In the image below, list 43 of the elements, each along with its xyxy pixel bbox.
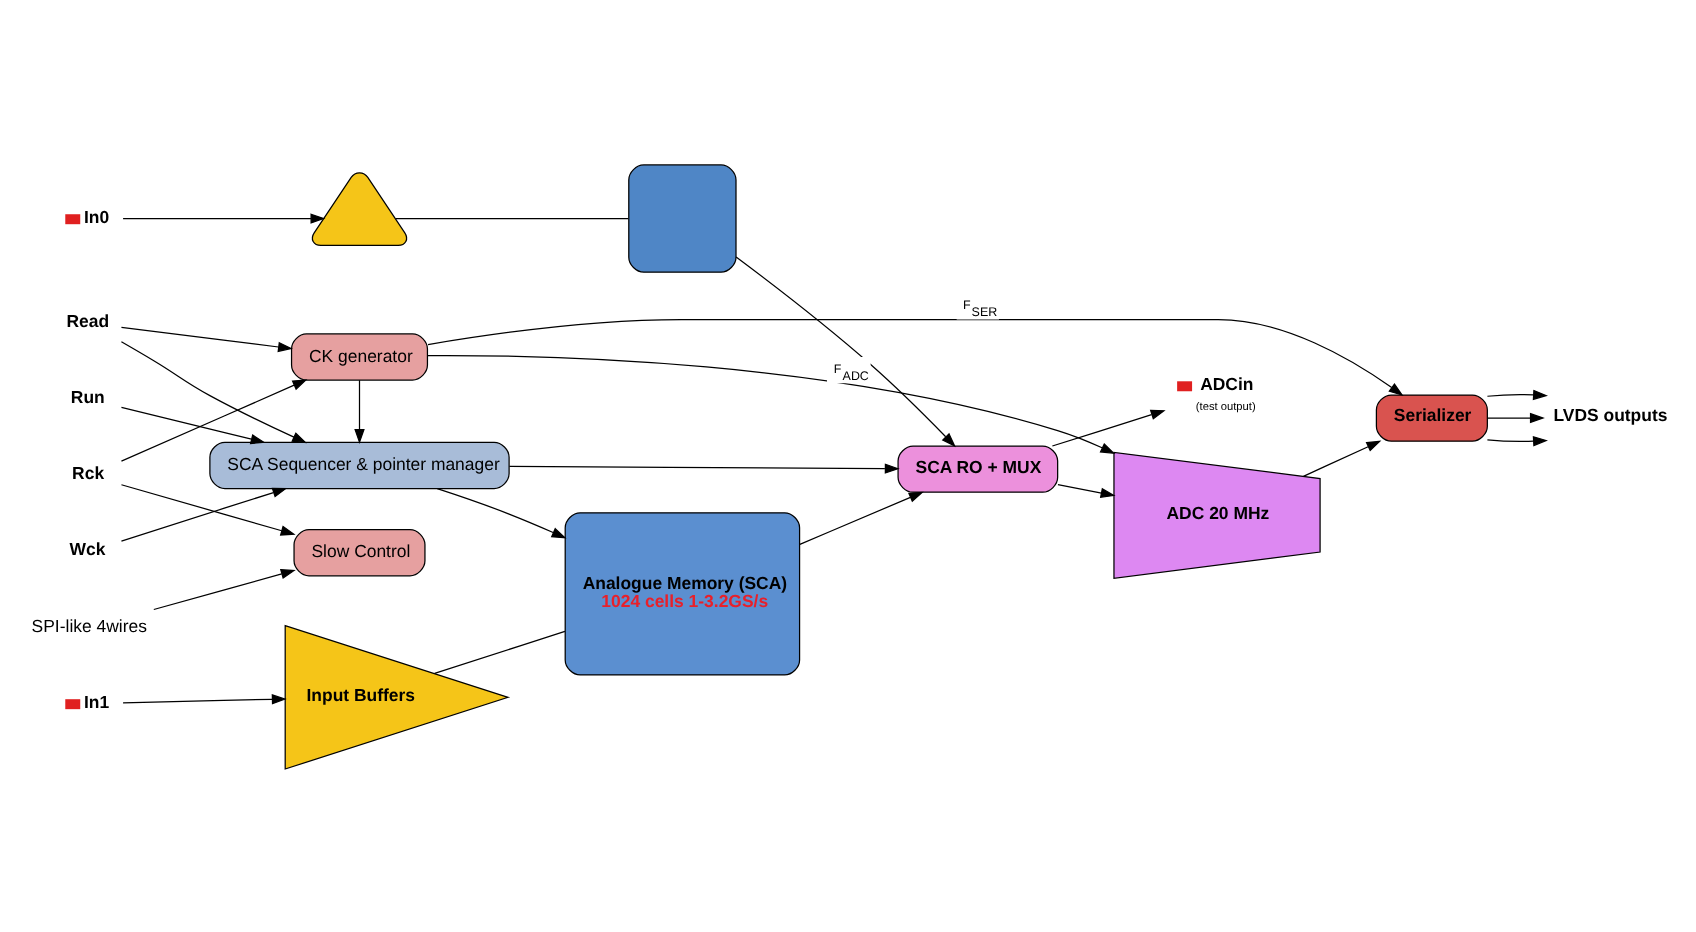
arrow	[120, 340, 308, 443]
arrow	[427, 317, 1404, 396]
node-box	[1177, 380, 1193, 391]
arrow	[354, 378, 365, 444]
arrow	[120, 405, 266, 444]
arrow	[120, 325, 293, 352]
node-box: SCA RO + MUX	[897, 444, 1059, 492]
node-label: In0	[83, 205, 110, 226]
arrow	[799, 490, 924, 545]
arrow	[1051, 408, 1166, 446]
arrow	[1057, 482, 1116, 498]
arrow	[120, 483, 296, 535]
node-text: Rck	[72, 461, 105, 482]
node-text: Read	[66, 309, 110, 330]
arrow	[120, 486, 288, 541]
arrow	[735, 255, 956, 447]
arrow	[1486, 388, 1548, 400]
node-box: Slow Control	[293, 528, 426, 576]
node-box: Analogue Memory (SCA) 1024 cells 1-3.2GS/s	[564, 511, 801, 675]
node-label: ADCin	[1200, 372, 1254, 393]
arrow	[120, 378, 308, 461]
node-text: LVDS outputs	[1553, 404, 1668, 425]
node-box: ADC 20 MHz	[1113, 450, 1321, 578]
node-label: In1	[83, 690, 110, 711]
arrow	[1486, 435, 1548, 446]
node-box: Serializer	[1375, 393, 1488, 441]
arrow	[122, 212, 326, 223]
node-box: SCA Sequencer & pointer manager	[209, 440, 510, 489]
arrow	[1486, 411, 1545, 423]
arrow	[508, 462, 900, 473]
node-text: Run	[70, 385, 105, 406]
arrow	[436, 487, 567, 538]
connector	[434, 629, 566, 674]
arrow	[153, 568, 296, 610]
node-box	[65, 698, 81, 709]
node-box	[628, 163, 737, 272]
arrow	[122, 693, 287, 704]
node-text: Wck	[69, 537, 106, 558]
node-box: CK generator	[290, 332, 429, 380]
node-box	[65, 213, 81, 224]
connector	[395, 216, 629, 219]
node-text: SPI-like 4wires	[31, 615, 147, 636]
arrow	[1302, 439, 1382, 476]
